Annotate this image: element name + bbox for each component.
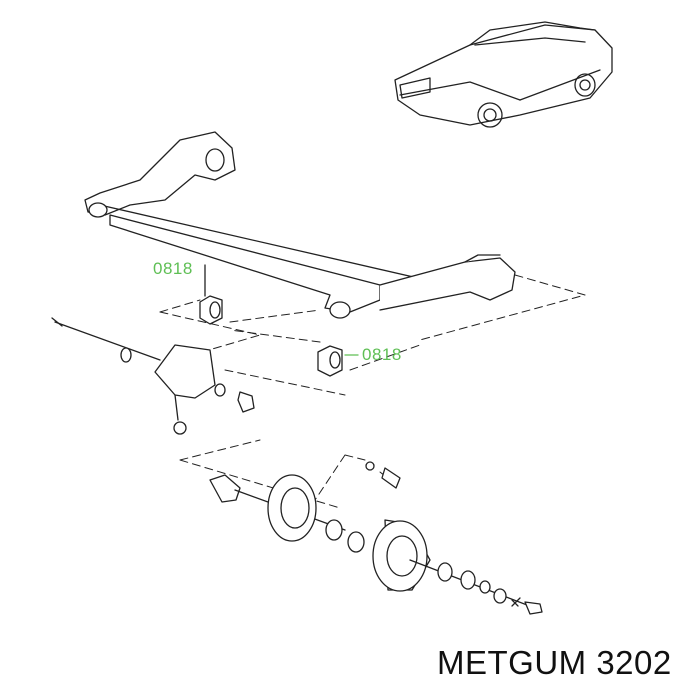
bushing-lower: [317, 345, 343, 377]
mounting-bracket: [51, 317, 255, 435]
part-callout-0818-upper[interactable]: 0818: [153, 259, 193, 278]
hub-assembly: [209, 461, 543, 615]
rear-axle-beam: [84, 131, 516, 319]
brand-caption: METGUM 3202: [437, 644, 672, 681]
part-callout-0818-lower[interactable]: 0818: [362, 345, 402, 364]
bushing-upper: [199, 295, 223, 325]
car-illustration: [394, 21, 613, 128]
